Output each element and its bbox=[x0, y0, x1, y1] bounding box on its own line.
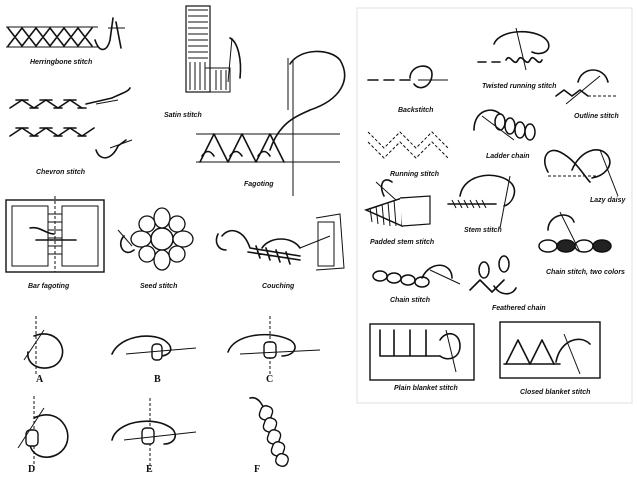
feathered-chain-label: Feathered chain bbox=[492, 305, 546, 312]
chain-two-colors-label: Chain stitch, two colors bbox=[546, 269, 625, 276]
stem-label: Stem stitch bbox=[464, 227, 502, 234]
lazy-daisy-label: Lazy daisy bbox=[590, 197, 627, 204]
plain-blanket-label: Plain blanket stitch bbox=[394, 385, 458, 392]
twisted-running-label: Twisted running stitch bbox=[482, 83, 556, 90]
step-a-label: A bbox=[36, 374, 44, 385]
padded-stem-label: Padded stem stitch bbox=[370, 239, 434, 246]
satin-illustration bbox=[186, 6, 241, 92]
step-c-label: C bbox=[266, 374, 273, 385]
step-a-illustration bbox=[24, 316, 63, 376]
fagoting-label: Fagoting bbox=[244, 181, 274, 188]
step-e-label: E bbox=[146, 464, 153, 475]
backstitch-label: Backstitch bbox=[398, 107, 433, 114]
fagoting-illustration bbox=[196, 51, 345, 196]
step-e-illustration bbox=[112, 398, 196, 470]
step-d-illustration bbox=[18, 396, 68, 470]
ladder-chain-label: Ladder chain bbox=[486, 153, 530, 160]
bar-fagoting-illustration bbox=[6, 196, 104, 272]
chain-label: Chain stitch bbox=[390, 297, 430, 304]
herringbone-label: Herringbone stitch bbox=[30, 59, 92, 66]
closed-blanket-illustration bbox=[500, 322, 600, 378]
step-b-label: B bbox=[154, 374, 161, 385]
step-b-illustration bbox=[112, 336, 196, 360]
couching-label: Couching bbox=[262, 283, 295, 290]
satin-label: Satin stitch bbox=[164, 112, 202, 119]
step-f-illustration bbox=[250, 398, 290, 468]
seed-stitch-illustration bbox=[118, 208, 193, 270]
running-label: Running stitch bbox=[390, 171, 439, 178]
couching-illustration bbox=[216, 214, 344, 270]
step-d-label: D bbox=[28, 464, 35, 475]
chevron-label: Chevron stitch bbox=[36, 169, 85, 176]
chevron-illustration bbox=[10, 88, 132, 158]
bar-fagoting-label: Bar fagoting bbox=[28, 283, 70, 290]
seed-stitch-label: Seed stitch bbox=[140, 283, 177, 290]
step-f-label: F bbox=[254, 464, 260, 475]
closed-blanket-label: Closed blanket stitch bbox=[520, 389, 590, 396]
plain-blanket-illustration bbox=[370, 324, 474, 380]
herringbone-illustration bbox=[6, 18, 125, 49]
outline-label: Outline stitch bbox=[574, 113, 619, 120]
step-c-illustration bbox=[228, 316, 320, 376]
